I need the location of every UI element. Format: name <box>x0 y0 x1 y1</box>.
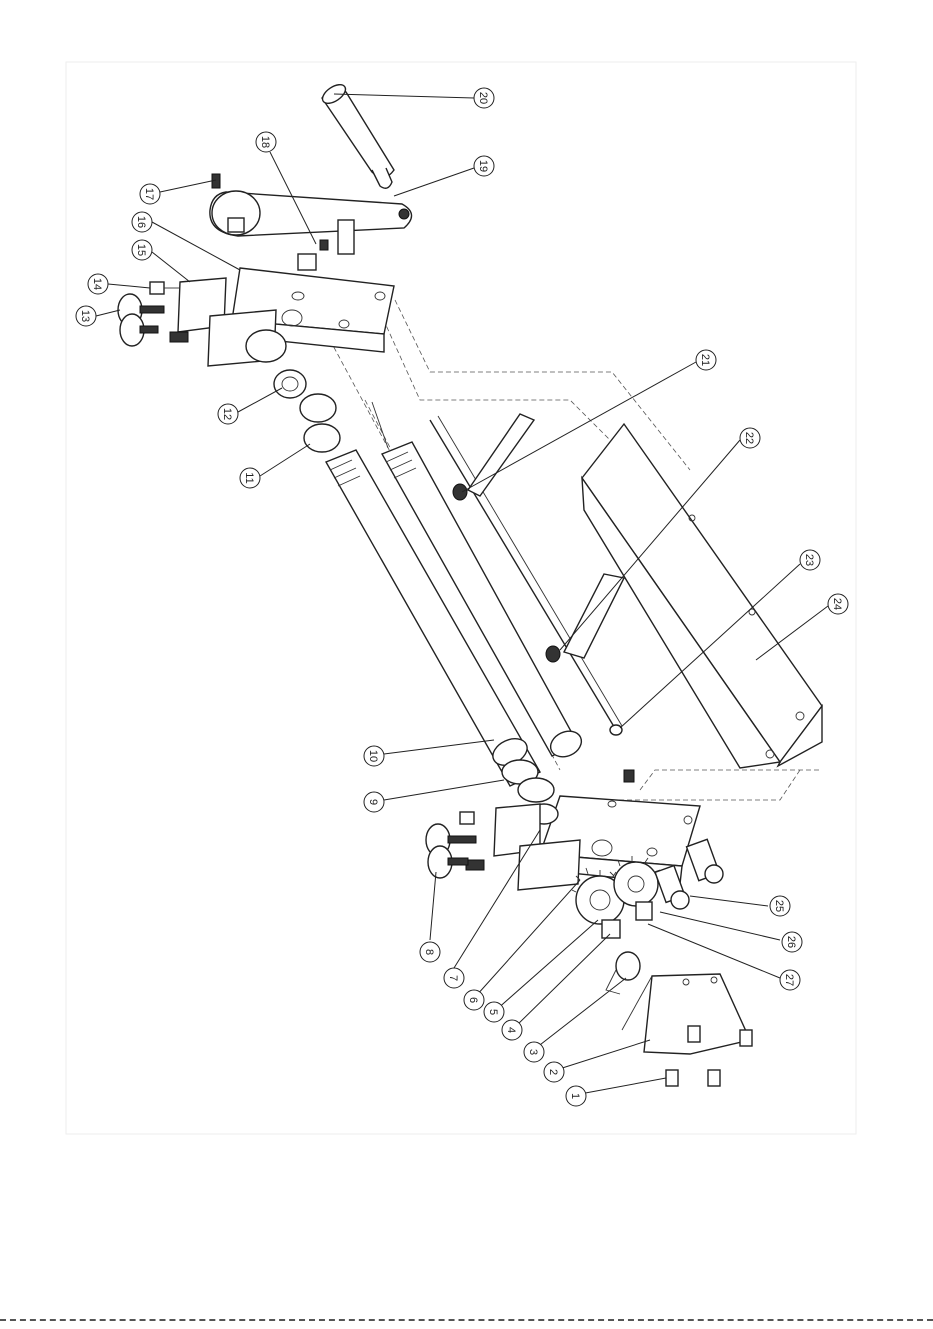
page-bottom-dashed-rule <box>0 1319 933 1321</box>
